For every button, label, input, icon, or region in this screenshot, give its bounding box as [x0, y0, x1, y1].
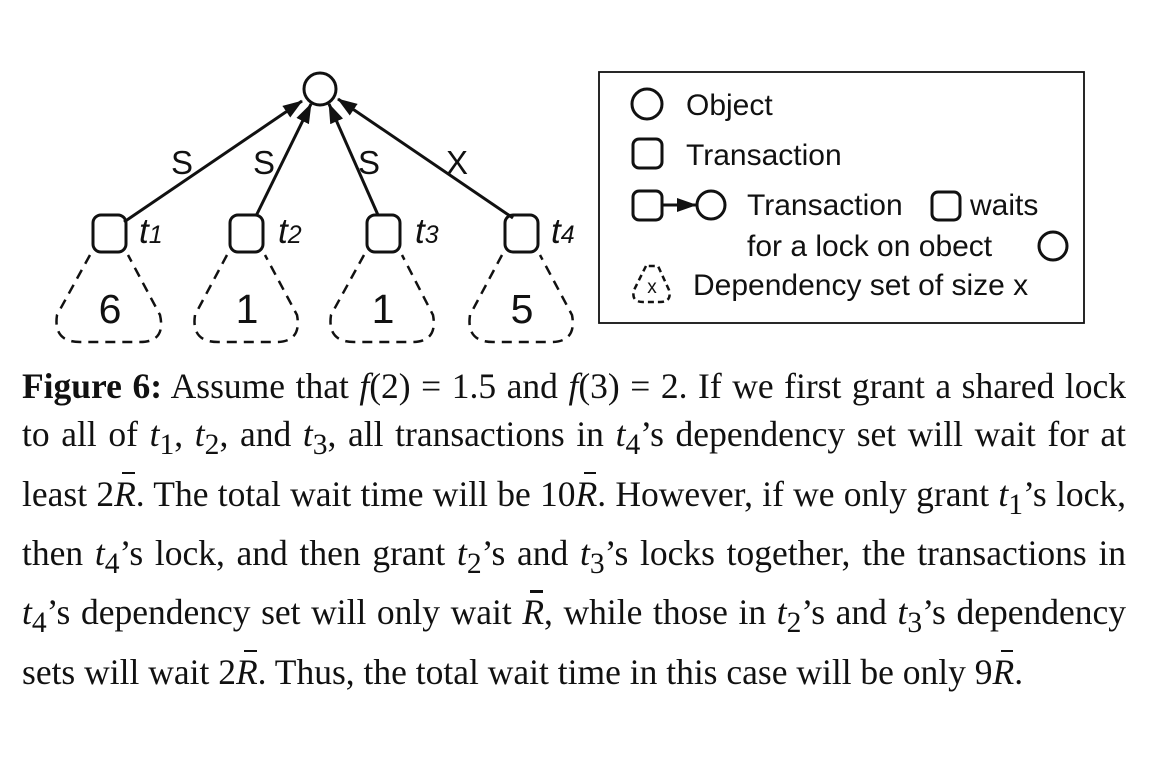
legend-wait-inline-object-icon	[1037, 230, 1069, 262]
legend-wait-label-1a: Transaction	[747, 189, 903, 222]
dependency-set-t1	[55, 254, 163, 344]
legend-dependency-symbol: x	[647, 277, 657, 298]
legend-wait-inline-transaction-icon	[930, 190, 962, 222]
legend-object-icon	[630, 87, 664, 121]
transaction-node-t3	[365, 213, 402, 254]
dependency-set-t2	[193, 254, 300, 344]
object-node	[302, 71, 338, 107]
dependency-size-t4: 5	[511, 286, 534, 332]
dependency-size-t2: 1	[236, 286, 259, 332]
transaction-label-t3: t3	[415, 212, 439, 251]
legend-wait-label-2: for a lock on obect	[747, 230, 993, 263]
dependency-size-t3: 1	[372, 286, 395, 332]
transaction-node-t1	[91, 213, 128, 254]
transaction-node-t2	[228, 213, 265, 254]
legend-wait-transaction-icon	[631, 189, 664, 222]
lock-dependency-diagram: S S S X t1 6 t2 1 t3 1 t4 5 Object Trans…	[55, 71, 1085, 344]
caption-figure-label: Figure 6:	[22, 366, 163, 406]
legend: Object Transaction Transaction waits for…	[598, 71, 1085, 324]
transaction-node-t4	[503, 213, 540, 254]
legend-wait-object-icon	[695, 189, 727, 221]
edge-t1-object	[123, 99, 303, 224]
edge-label-t4: X	[446, 144, 468, 181]
legend-object-label: Object	[686, 89, 773, 122]
legend-transaction-icon	[631, 137, 664, 170]
edge-t2-object	[254, 103, 313, 217]
dependency-set-t3	[329, 254, 436, 344]
figure-caption: Figure 6: Assume that f(2) = 1.5 and f(3…	[22, 362, 1126, 696]
dependency-size-t1: 6	[99, 286, 122, 332]
legend-transaction-label: Transaction	[686, 139, 842, 172]
edge-label-t2: S	[253, 144, 275, 181]
edge-t3-object	[327, 103, 380, 216]
edge-label-t1: S	[171, 144, 193, 181]
legend-wait-label-1b: waits	[969, 189, 1038, 222]
legend-dependency-icon	[632, 264, 671, 304]
edge-label-t3: S	[358, 144, 380, 181]
transaction-label-t4: t4	[551, 212, 575, 251]
legend-border	[598, 71, 1085, 324]
edge-t4-object	[337, 97, 514, 220]
transaction-label-t2: t2	[278, 212, 302, 251]
transaction-label-t1: t1	[139, 212, 163, 251]
dependency-set-t4	[468, 254, 575, 344]
legend-dependency-label: Dependency set of size x	[693, 269, 1028, 302]
